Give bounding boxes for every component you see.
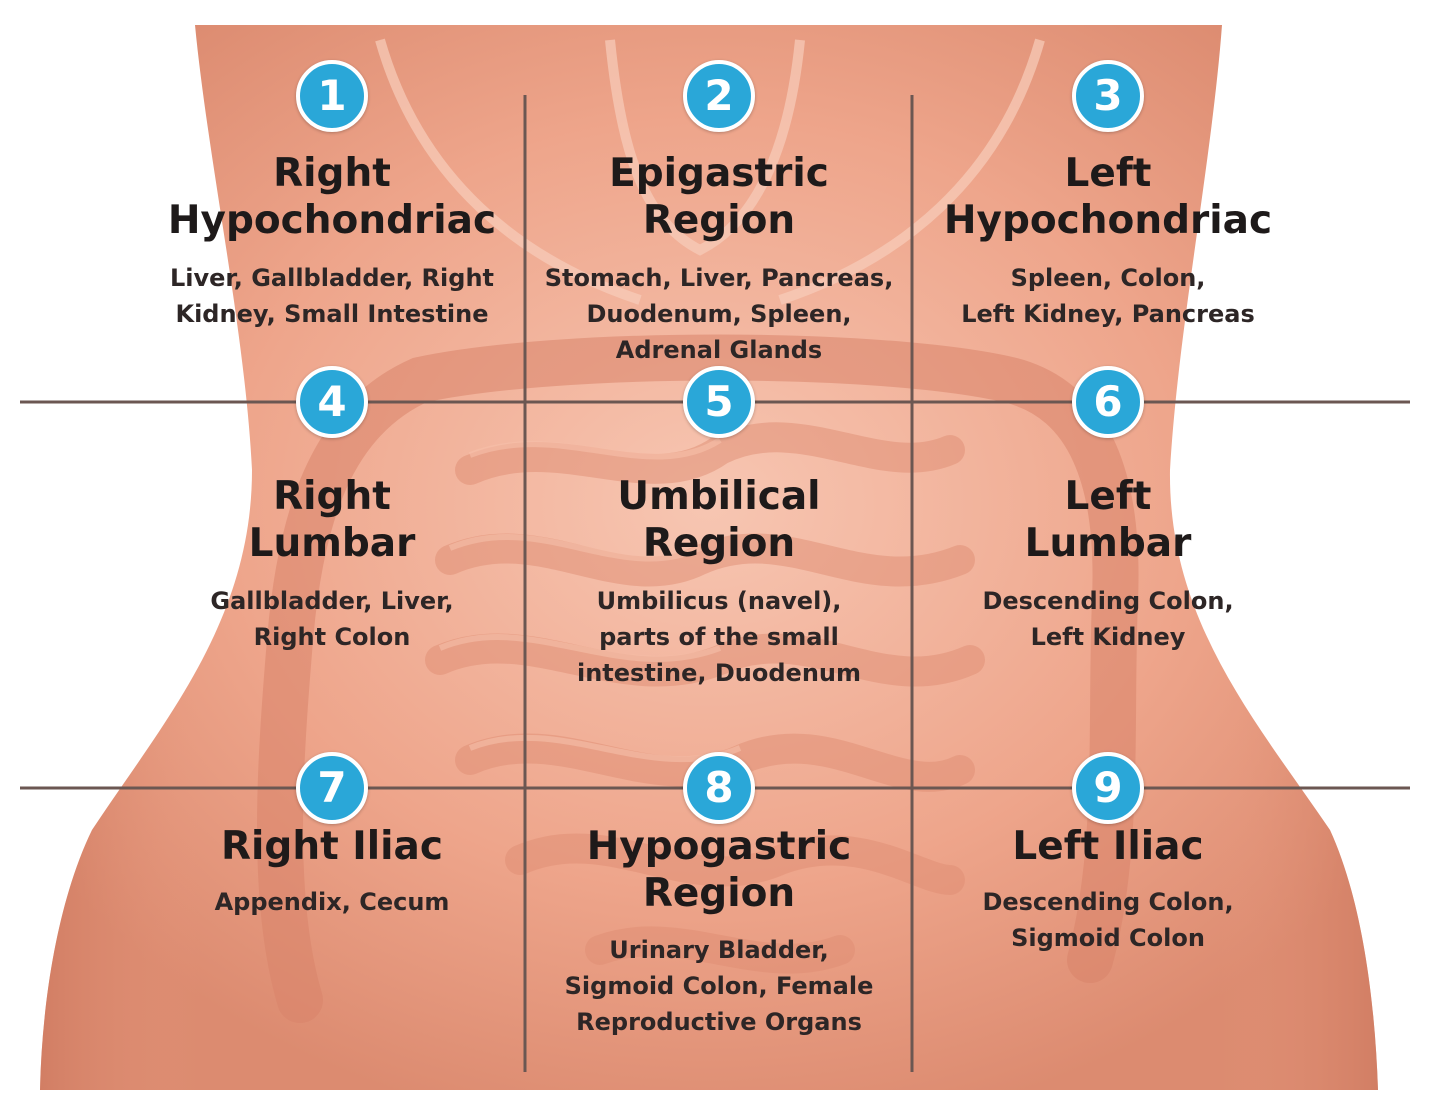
region-organs: Stomach, Liver, Pancreas,Duodenum, Splee… [544,264,894,364]
region-organs: Spleen, Colon,Left Kidney, Pancreas [961,264,1255,328]
region-number-badge: 8 [683,752,755,824]
large-intestine [257,334,1139,1023]
region-number-badge: 7 [296,752,368,824]
region-organs: Appendix, Cecum [214,888,450,916]
region-number-badge: 9 [1072,752,1144,824]
region-organs: Descending Colon,Sigmoid Colon [982,888,1234,952]
region-organs: Gallbladder, Liver,Right Colon [210,587,454,651]
region-number-badge: 1 [296,60,368,132]
region-title: Left Iliac [1012,824,1204,869]
region-number-badge: 4 [296,366,368,438]
region-organs: Descending Colon,Left Kidney [982,587,1234,651]
small-intestine [425,422,985,974]
region-number-badge: 3 [1072,60,1144,132]
organ-highlights [438,437,742,763]
region-number-badge: 2 [683,60,755,132]
region-title: Right Iliac [221,824,443,869]
ribcage-outline [375,38,1045,305]
region-number-badge: 5 [683,366,755,438]
region-number-badge: 6 [1072,366,1144,438]
